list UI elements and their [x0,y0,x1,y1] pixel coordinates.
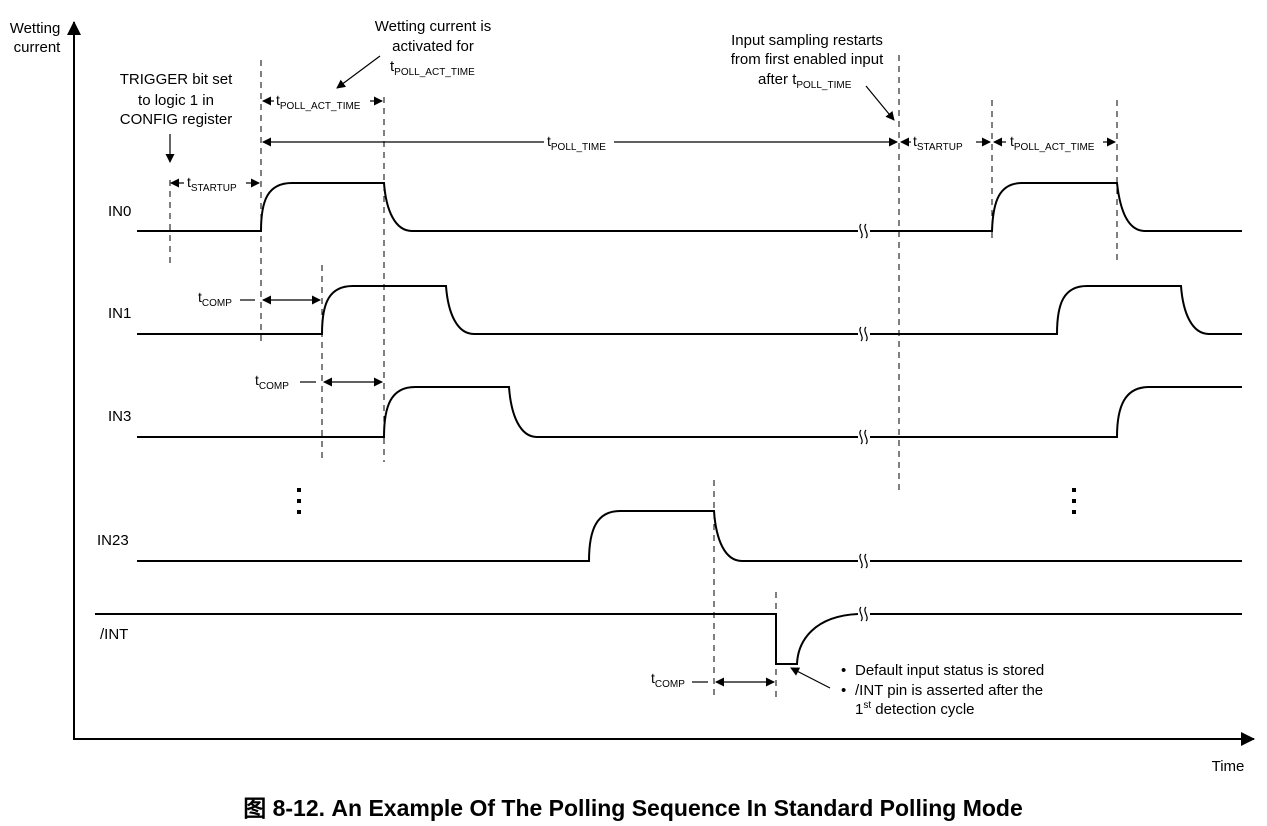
int-note-arrow [790,667,831,689]
tpollact-label-1: tPOLL_ACT_TIME [276,92,361,112]
restart-annotation-3: after tPOLL_TIME [758,71,852,91]
bullet-1-text: Default input status is stored [855,662,1044,679]
signal-label-in1: IN1 [108,305,131,322]
bullet-2-text: /INT pin is asserted after the [855,682,1043,699]
signal-label-in0: IN0 [108,203,131,220]
tcomp-label-2: tCOMP [255,372,289,392]
tpolltime-label: tPOLL_TIME [547,133,606,153]
signal-label-int: /INT [100,626,128,643]
restart-annotation-2: from first enabled input [731,51,884,68]
wetting-annotation-1: Wetting current is [375,18,491,35]
tstartup-label-1: tSTARTUP [187,174,237,194]
signal-label-in3: IN3 [108,408,131,425]
waveform-in3 [137,386,1242,438]
y-axis-label-2: current [14,39,62,56]
signal-label-in23: IN23 [97,532,129,549]
ellipsis-right [1072,488,1076,514]
waveform-int [95,613,1242,665]
x-axis-label: Time [1212,758,1245,775]
bullet-1-mark: • [841,662,846,679]
waveform-in0 [137,182,1242,232]
bullet-3-text: 1st detection cycle [855,700,975,718]
ellipsis-left [297,488,301,514]
bullet-2-mark: • [841,682,846,699]
tpollact-label-2: tPOLL_ACT_TIME [1010,133,1095,153]
trigger-annotation-3: CONFIG register [120,111,233,128]
restart-annotation-1: Input sampling restarts [731,32,883,49]
trigger-annotation-2: to logic 1 in [138,92,214,109]
waveform-in1 [137,285,1242,335]
tcomp-label-3: tCOMP [651,670,685,690]
wetting-annotation-3: tPOLL_ACT_TIME [390,58,475,78]
break-marks [859,223,868,622]
trigger-annotation-1: TRIGGER bit set [120,71,233,88]
waveform-in23 [137,510,1242,562]
tcomp-label-1: tCOMP [198,289,232,309]
figure-caption: 图 8-12. An Example Of The Polling Sequen… [243,795,1023,821]
y-axis-label: Wetting [10,20,61,37]
restart-arrow [865,85,895,121]
wetting-arrow [336,55,381,89]
tstartup-label-2: tSTARTUP [913,133,963,153]
wetting-annotation-2: activated for [392,38,474,55]
